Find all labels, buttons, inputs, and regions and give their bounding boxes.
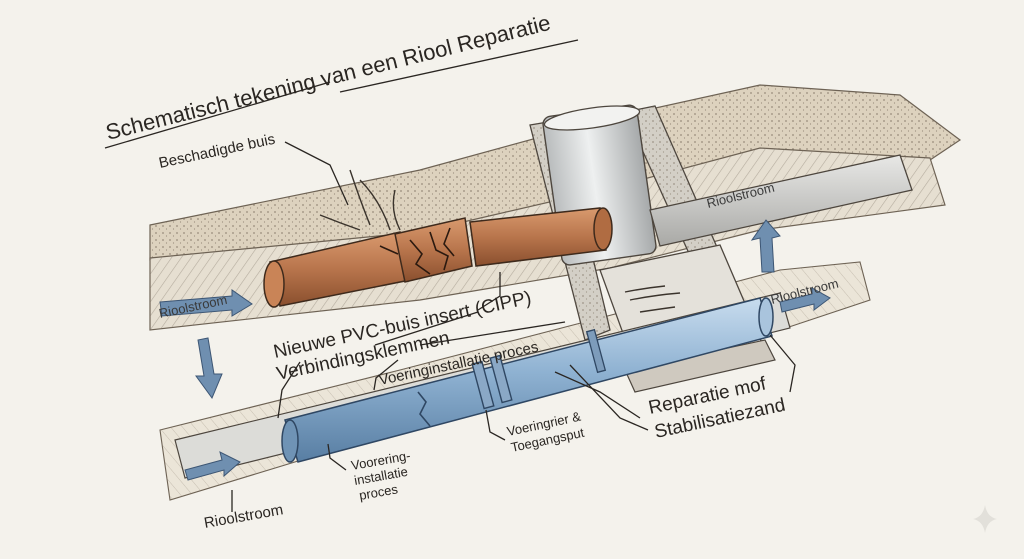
clay-pipe-right-segment	[469, 207, 607, 267]
leader-lining-top-2	[373, 359, 399, 391]
liner-break	[417, 391, 431, 427]
flow-arrow-up-right	[750, 219, 781, 273]
clay-pipe-right-end	[593, 207, 613, 251]
title-underline-2	[339, 39, 579, 93]
shaft-top-rim	[543, 105, 641, 131]
leader-clamps	[277, 361, 301, 419]
leader-repair-sleeve	[554, 371, 641, 419]
leader-damaged-pipe	[284, 141, 349, 206]
clay-pipe-left-end	[263, 260, 285, 308]
flow-arrow-right-lower	[779, 287, 831, 313]
coupling-clamp-2	[489, 354, 513, 404]
repair-sleeve-joint	[585, 328, 607, 374]
leader-access-pit	[485, 409, 506, 441]
damaged-clay-pipe	[263, 154, 913, 308]
flow-arrows	[159, 219, 831, 481]
coupling-clamp-1	[471, 360, 495, 410]
pvc-liner-right-end	[758, 297, 774, 337]
title-underline-1	[104, 81, 331, 149]
leader-lining-top	[419, 321, 566, 346]
leader-sand-right	[769, 334, 796, 393]
pvc-liner-left-end	[281, 419, 299, 463]
shaft-water-lines	[624, 285, 681, 313]
leader-lines	[104, 39, 796, 512]
upper-outlet-pipe	[649, 154, 913, 247]
clay-pipe-cracks	[379, 227, 455, 275]
flow-arrow-down-left	[195, 337, 223, 400]
diagram-title: Schematisch tekening van een Riool Repar…	[103, 10, 553, 145]
flow-label-bottom-left: Rioolstroom	[203, 501, 285, 532]
new-pvc-pipe	[174, 292, 791, 479]
leader-lining-bottom	[327, 443, 347, 471]
root-intrusion-lines	[319, 169, 401, 231]
label-lining-bottom-3: proces	[358, 481, 400, 503]
leader-pvc-insert-tail	[374, 311, 479, 346]
leader-sand	[569, 364, 649, 431]
leader-pvc-insert	[477, 272, 501, 311]
label-damaged-pipe: Beschadigde buis	[157, 131, 276, 172]
flow-arrow-bottom-left	[184, 451, 241, 481]
flow-arrow-left-upper	[159, 289, 253, 317]
clay-pipe-broken-section	[394, 217, 473, 283]
sparkle-icon	[973, 505, 997, 533]
